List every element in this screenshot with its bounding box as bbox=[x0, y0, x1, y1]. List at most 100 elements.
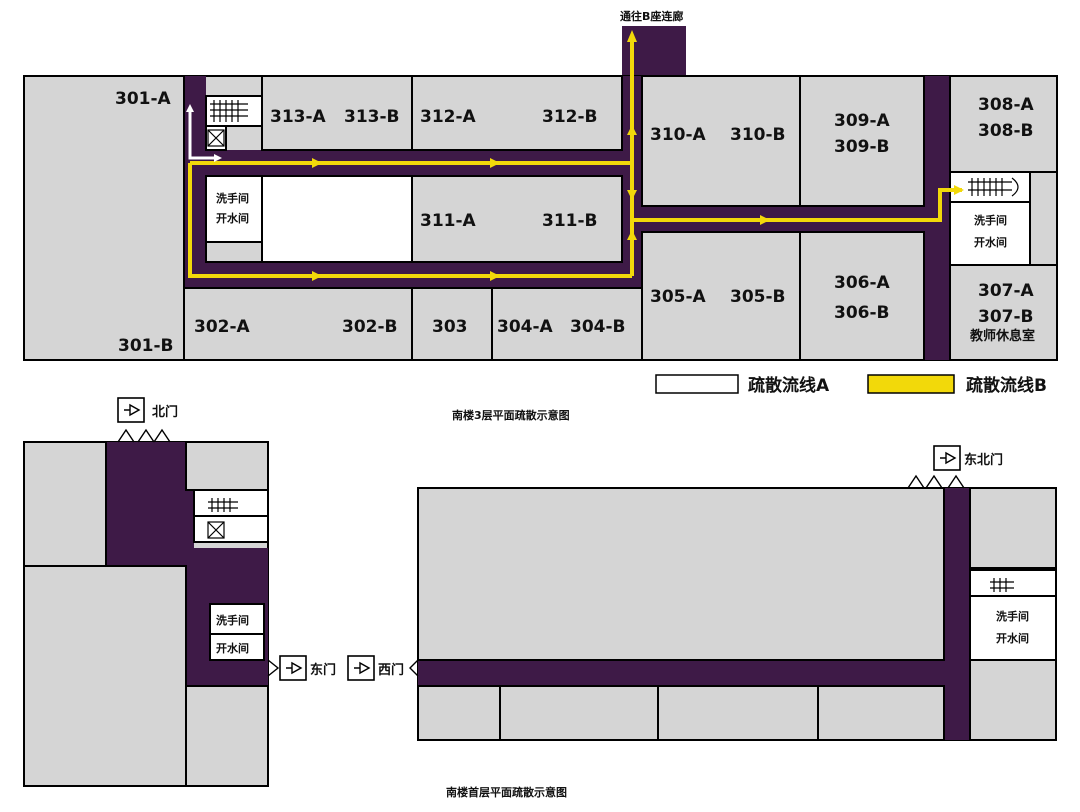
label-310a: 310-A bbox=[650, 125, 707, 145]
stair-icon bbox=[210, 100, 248, 122]
left-corridor bbox=[184, 76, 206, 290]
legend-swatch-a bbox=[655, 374, 739, 394]
label-301a: 301-A bbox=[115, 89, 172, 109]
room-304 bbox=[491, 287, 643, 361]
label-306a: 306-A bbox=[834, 273, 891, 293]
third-floor-title: 南楼3层平面疏散示意图 bbox=[452, 408, 570, 422]
stair-icon-right bbox=[968, 177, 1019, 197]
room-310 bbox=[641, 75, 801, 207]
label-g-wash-right: 洗手间 bbox=[996, 609, 1029, 623]
label-west-gate: 西门 bbox=[378, 662, 404, 678]
atrium bbox=[261, 175, 413, 263]
link-label: 通往B座连廊 bbox=[620, 9, 683, 23]
room-g2 bbox=[23, 565, 187, 787]
label-302a: 302-A bbox=[194, 317, 251, 337]
label-wash-right: 洗手间 bbox=[974, 213, 1007, 227]
ground-floor-title: 南楼首层平面疏散示意图 bbox=[446, 785, 567, 799]
label-304b: 304-B bbox=[570, 317, 626, 337]
northeast-door bbox=[907, 474, 965, 489]
room-g4 bbox=[185, 685, 269, 787]
west-door bbox=[409, 659, 419, 677]
label-northeast-gate: 东北门 bbox=[964, 452, 1003, 468]
label-north-gate: 北门 bbox=[152, 404, 178, 420]
elevator-icon bbox=[207, 129, 225, 147]
label-305b: 305-B bbox=[730, 287, 786, 307]
label-311b: 311-B bbox=[542, 211, 598, 231]
room-308 bbox=[949, 75, 1058, 173]
label-wash-left: 洗手间 bbox=[216, 191, 249, 205]
room-g7 bbox=[417, 685, 501, 741]
label-309b: 309-B bbox=[834, 137, 890, 157]
elevator-g-left bbox=[193, 515, 269, 543]
label-g-water-left: 开水间 bbox=[216, 641, 249, 655]
label-312b: 312-B bbox=[542, 107, 598, 127]
room-307 bbox=[949, 264, 1058, 361]
label-306b: 306-B bbox=[834, 303, 890, 323]
stair-icon-g-left bbox=[208, 498, 238, 512]
restroom-left bbox=[205, 175, 263, 243]
label-301b: 301-B bbox=[118, 336, 174, 356]
label-g-wash-left: 洗手间 bbox=[216, 613, 249, 627]
hall-g bbox=[417, 487, 945, 661]
room-g1 bbox=[23, 441, 107, 567]
north-corridor bbox=[106, 442, 186, 566]
label-304a: 304-A bbox=[497, 317, 554, 337]
exit-icon-west bbox=[347, 655, 375, 681]
room-306 bbox=[799, 231, 925, 361]
label-302b: 302-B bbox=[342, 317, 398, 337]
label-307b: 307-B bbox=[978, 307, 1034, 327]
room-g5 bbox=[969, 487, 1057, 569]
label-303: 303 bbox=[432, 317, 468, 337]
third-floor-plan: 通往B座连廊 301-A 301-B 313-A 313-B 312-A 312… bbox=[23, 9, 1058, 361]
label-teacher-lounge: 教师休息室 bbox=[969, 328, 1035, 344]
label-water-right: 开水间 bbox=[974, 235, 1007, 249]
legend: 疏散流线A 疏散流线B bbox=[655, 374, 1047, 396]
label-311a: 311-A bbox=[420, 211, 477, 231]
label-309a: 309-A bbox=[834, 111, 891, 131]
stair-left bbox=[205, 95, 263, 127]
route-b-lines bbox=[188, 30, 964, 281]
room-g9 bbox=[657, 685, 819, 741]
room-312 bbox=[411, 75, 623, 151]
stair-g-right bbox=[969, 569, 1057, 597]
restroom-g-right bbox=[969, 595, 1057, 661]
label-water-left: 开水间 bbox=[216, 211, 249, 225]
room-g8 bbox=[499, 685, 659, 741]
legend-label-b: 疏散流线B bbox=[966, 375, 1047, 396]
exit-icon-north bbox=[117, 397, 145, 423]
north-corridor-side bbox=[186, 490, 194, 550]
room-309 bbox=[799, 75, 925, 207]
service-left bbox=[205, 241, 263, 263]
label-308a: 308-A bbox=[978, 95, 1035, 115]
room-303 bbox=[411, 287, 493, 361]
label-312a: 312-A bbox=[420, 107, 477, 127]
exit-icon-northeast bbox=[933, 445, 961, 471]
east-corridor-g bbox=[944, 488, 970, 740]
label-305a: 305-A bbox=[650, 287, 707, 307]
label-313b: 313-B bbox=[344, 107, 400, 127]
stair-icon-g-right bbox=[990, 578, 1014, 592]
label-g-water-right: 开水间 bbox=[996, 631, 1029, 645]
label-313a: 313-A bbox=[270, 107, 327, 127]
room-g3 bbox=[185, 441, 269, 491]
room-g6 bbox=[969, 659, 1057, 741]
restroom-g-left bbox=[209, 603, 265, 635]
ground-floor-plan: 北门 东门 西门 东北门 洗手间 开水间 洗手间 开水间 bbox=[23, 397, 1057, 787]
east-door bbox=[267, 659, 280, 677]
elevator-icon-g bbox=[207, 521, 225, 539]
label-east-gate: 东门 bbox=[310, 662, 336, 678]
exit-icon-east bbox=[279, 655, 307, 681]
restroom-right bbox=[949, 201, 1031, 266]
room-311 bbox=[411, 175, 623, 263]
stair-g-left bbox=[193, 489, 269, 517]
label-308b: 308-B bbox=[978, 121, 1034, 141]
legend-label-a: 疏散流线A bbox=[748, 375, 830, 396]
label-310b: 310-B bbox=[730, 125, 786, 145]
north-door bbox=[117, 428, 171, 443]
water-g-left bbox=[209, 633, 265, 661]
room-305 bbox=[641, 231, 801, 361]
room-301 bbox=[23, 75, 185, 361]
route-a-lines bbox=[186, 104, 222, 162]
legend-swatch-b bbox=[867, 374, 955, 394]
